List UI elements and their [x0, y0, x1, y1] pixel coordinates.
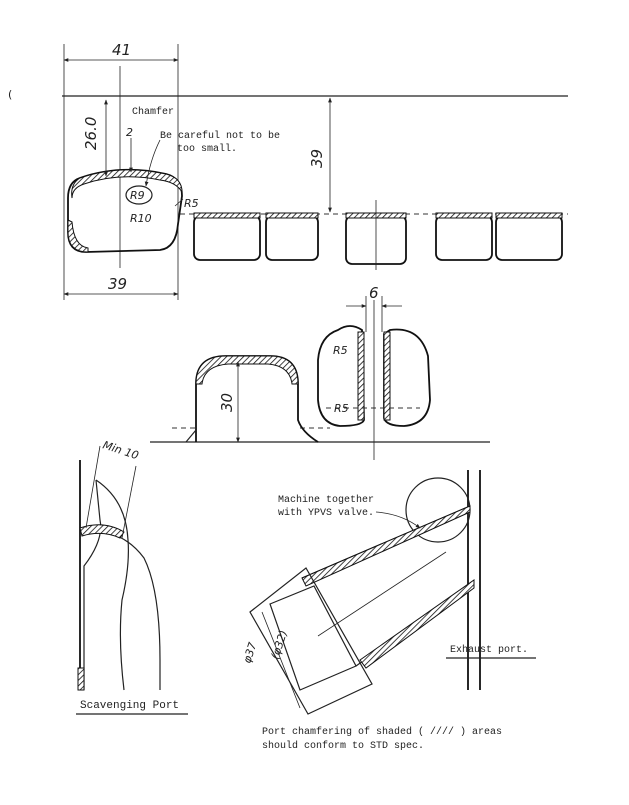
rib-port-right — [383, 328, 431, 427]
scavenging-chamfer — [79, 524, 125, 539]
dim-39-depth-label: 39 — [308, 149, 326, 168]
main-port-chamfer-top — [71, 169, 183, 199]
main-port-chamfer-bottom — [67, 219, 89, 253]
machine-note-line2: with YPVS valve. — [278, 507, 374, 519]
scan-speck: ( — [8, 88, 12, 101]
bridge-left-foot — [185, 429, 197, 443]
scavenging-inner-wall — [83, 479, 102, 690]
r9-label: R9 — [130, 189, 145, 202]
r5-upper-label: R5 — [333, 344, 348, 357]
dim-37-line — [261, 611, 301, 709]
footer-note-line2: should conform to STD spec. — [262, 740, 424, 752]
exhaust-flange-outer — [249, 567, 373, 715]
dim-6-label: 6 — [369, 284, 379, 302]
exhaust-duct-centerline — [317, 551, 447, 637]
careful-note-line2: too small. — [177, 143, 237, 155]
exhaust-duct-upper-chamfer — [301, 505, 471, 587]
r5-lower-label: R5 — [334, 402, 349, 415]
dim-41-label: 41 — [112, 41, 131, 59]
top-port-view: R9 R10 R5 41 26.0 2 Chamfer Be careful n… — [62, 41, 568, 300]
secondary-port-5 — [495, 215, 563, 261]
secondary-port-5-chamfer — [495, 212, 563, 219]
machine-note-leader — [375, 511, 421, 529]
rib-port-left-chamfer — [357, 331, 365, 421]
min10-leader-right — [121, 465, 137, 539]
machine-note-line1: Machine together — [278, 494, 374, 506]
bridge-arch-outline — [195, 355, 319, 443]
rib-port-right-chamfer — [383, 331, 391, 421]
r5-top-leader — [174, 198, 184, 207]
dim-30-label: 30 — [218, 393, 236, 412]
min10-leader-left — [85, 445, 101, 529]
secondary-port-4 — [435, 215, 493, 261]
dim-39-bottom-label: 39 — [108, 275, 127, 293]
bridge-section-view: 30 6 R5 R5 — [150, 284, 490, 460]
min10-label: Min 10 — [101, 438, 140, 462]
bridge-arch-chamfer — [195, 355, 299, 385]
scavenging-bottom-chamfer — [77, 667, 85, 691]
dim-32-label: (φ32) — [268, 629, 290, 661]
secondary-port-1 — [193, 215, 261, 261]
r5-top-label: R5 — [184, 197, 199, 210]
exhaust-port-view: φ37 (φ32) Machine together with YPVS val… — [240, 470, 536, 715]
secondary-port-row — [193, 200, 563, 270]
scavenging-channel-curve — [95, 479, 129, 691]
exhaust-flange-inner — [269, 585, 357, 691]
dim-26-label: 26.0 — [82, 117, 100, 150]
secondary-port-2-chamfer — [265, 212, 319, 219]
secondary-port-4-chamfer — [435, 212, 493, 219]
secondary-port-1-chamfer — [193, 212, 261, 219]
r10-label: R10 — [130, 212, 152, 225]
exhaust-duct-lower-chamfer — [359, 579, 475, 669]
careful-note-line1: Be careful not to be — [160, 130, 280, 142]
footer-note-line1: Port chamfering of shaded ( //// ) areas — [262, 726, 502, 738]
careful-note-leader — [144, 139, 161, 187]
dim-37-label: φ37 — [240, 641, 259, 665]
r9-marker-circle — [125, 185, 153, 205]
dim-2-label: 2 — [126, 126, 133, 139]
secondary-port-2 — [265, 215, 319, 261]
scavenging-port-view: Min 10 Scavenging Port — [76, 438, 188, 715]
chamfer-label: Chamfer — [132, 106, 174, 118]
rib-port-left — [317, 325, 365, 427]
exhaust-port-label: Exhaust port. — [450, 644, 528, 656]
scavenging-port-label: Scavenging Port — [80, 700, 179, 712]
